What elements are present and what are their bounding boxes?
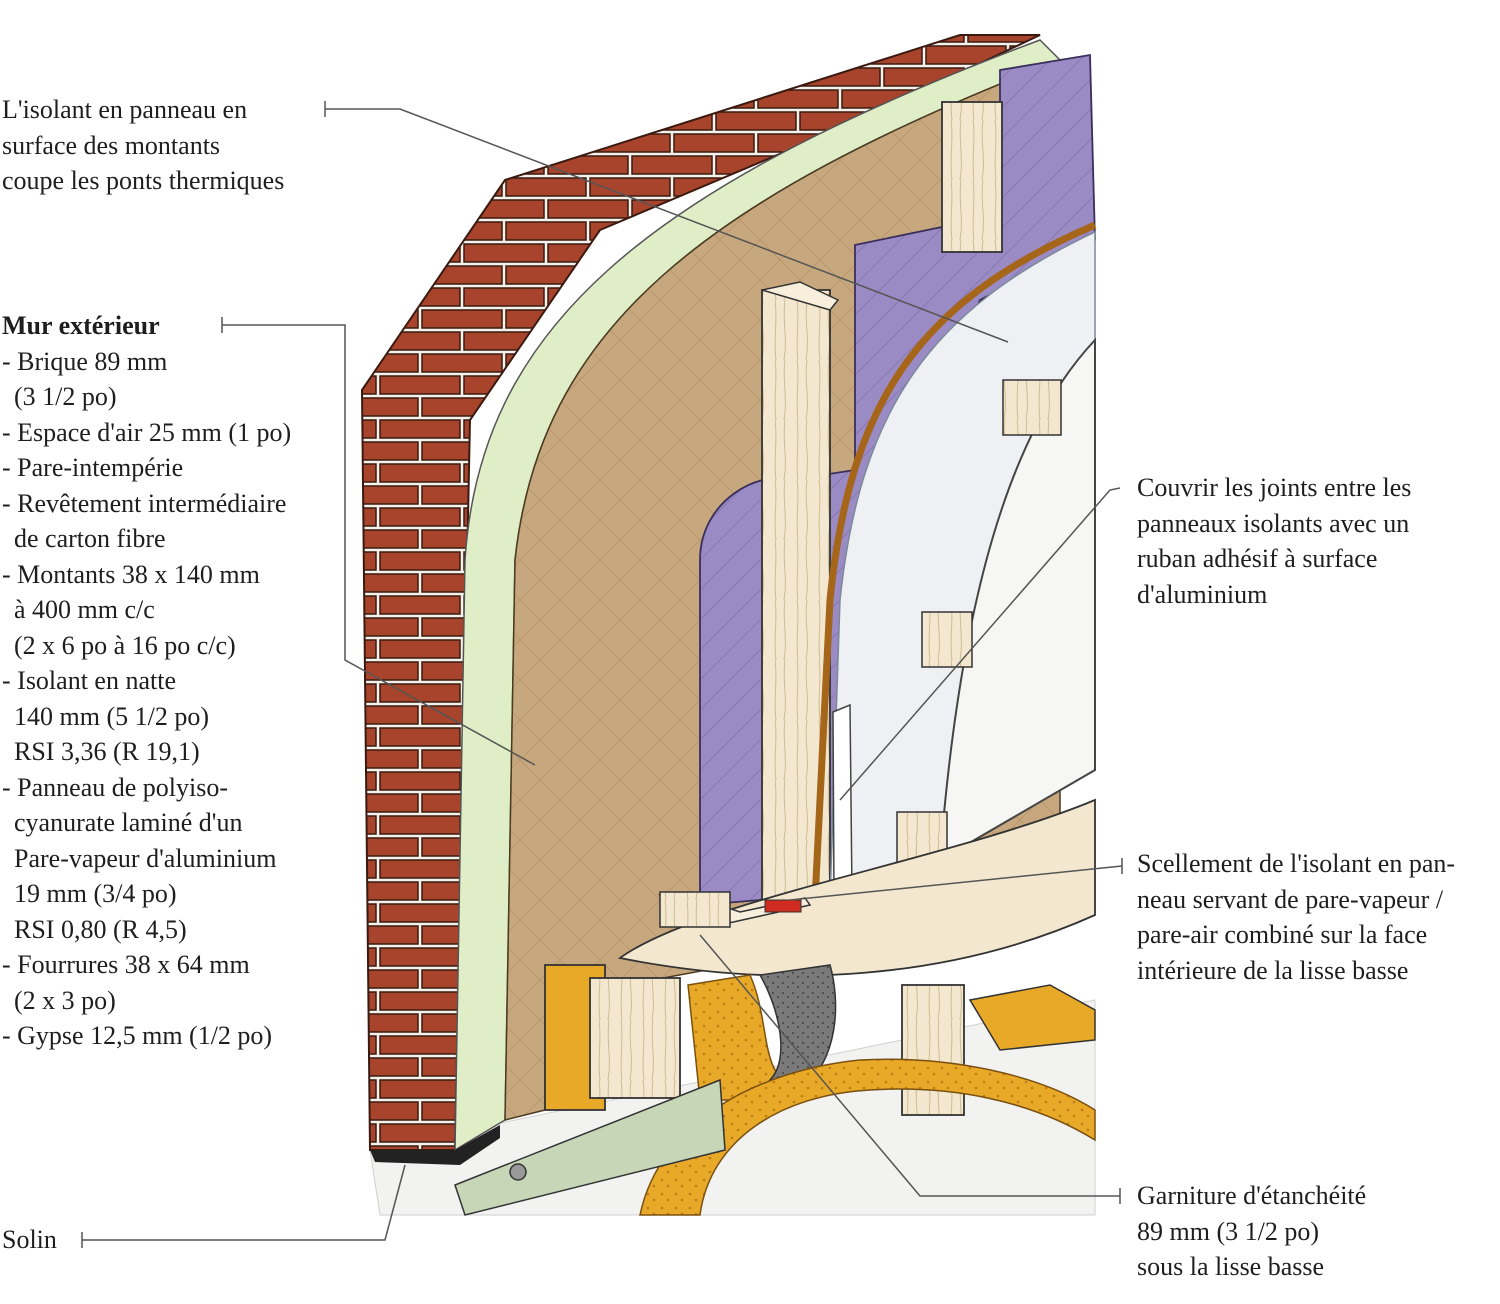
label-line: cyanurate laminé d'un: [14, 808, 243, 837]
label-line: - Pare-intempérie: [2, 453, 184, 482]
label-exterior-wall: Mur extérieur - Brique 89 mm (3 1/2 po) …: [2, 308, 291, 1054]
label-line: (2 x 6 po à 16 po c/c): [14, 630, 236, 660]
label-top-insulation: L'isolant en panneau en surface des mont…: [2, 92, 284, 199]
label-line: à 400 mm c/c: [14, 595, 155, 624]
header-block: [589, 977, 681, 1099]
anchor-bolt-icon: [509, 1163, 527, 1181]
label-line: L'isolant en panneau en: [2, 95, 248, 124]
label-line: sous la lisse basse: [1137, 1252, 1325, 1281]
label-line: Pare-vapeur d'aluminium: [14, 843, 277, 873]
gypsum-board: [938, 337, 1096, 862]
leader-top: [324, 101, 1009, 343]
label-cover-joints: Couvrir les joints entre les panneaux is…: [1137, 470, 1411, 612]
label-line: de carton fibre: [14, 524, 166, 553]
label-sealing: Scellement de l'isolant en pan- neau ser…: [1137, 846, 1455, 988]
label-line: Couvrir les joints entre les: [1137, 473, 1412, 502]
polyiso-panel-edge: [811, 221, 1097, 901]
label-line: intérieure de la lisse basse: [1137, 955, 1409, 985]
label-gasket: Garniture d'étanchéité 89 mm (3 1/2 po) …: [1137, 1178, 1366, 1285]
label-line: coupe les ponts thermiques: [2, 166, 285, 195]
mud-sill: [454, 1078, 726, 1216]
label-line: pare-air combiné sur la face: [1137, 920, 1428, 949]
label-line: - Espace d'air 25 mm (1 po): [2, 417, 292, 447]
label-line: - Montants 38 x 140 mm: [2, 559, 260, 589]
leader-solin: [81, 1164, 406, 1248]
foundation-arc: [639, 1058, 1096, 1216]
flashing: [370, 1125, 500, 1165]
stud-back: [941, 101, 1003, 253]
label-line: - Isolant en natte: [2, 666, 176, 695]
label-line: - Revêtement intermédiaire: [2, 488, 287, 518]
label-line: 140 mm (5 1/2 po): [14, 701, 209, 731]
label-line: Scellement de l'isolant en pan-: [1137, 849, 1456, 878]
bottom-plate-front: [659, 891, 731, 928]
label-line: neau servant de pare-vapeur /: [1137, 884, 1444, 914]
leader-joints: [839, 487, 1121, 801]
leader-lines: [81, 101, 1123, 1248]
sealant-bead: [764, 899, 802, 913]
leader-wall: [221, 317, 536, 766]
label-line: RSI 3,36 (R 19,1): [14, 737, 200, 766]
label-line: 89 mm (3 1/2 po): [1137, 1216, 1319, 1246]
label-line: - Panneau de polyiso-: [2, 772, 229, 802]
label-line: Garniture d'étanchéité: [1137, 1181, 1367, 1210]
label-line: (2 x 3 po): [14, 985, 116, 1015]
label-line: d'aluminium: [1137, 579, 1268, 609]
label-line: - Gypse 12,5 mm (1/2 po): [2, 1021, 273, 1050]
label-line: RSI 0,80 (R 4,5): [14, 914, 187, 944]
furring-strip: [921, 611, 973, 668]
label-line: ruban adhésif à surface: [1137, 544, 1378, 573]
aluminium-tape: [832, 703, 853, 899]
leader-gasket: [699, 934, 1121, 1204]
label-line: 19 mm (3/4 po): [14, 879, 177, 908]
label-line: - Brique 89 mm: [2, 346, 168, 376]
label-line: Solin: [2, 1225, 57, 1254]
joist-end: [901, 984, 965, 1116]
label-line: panneaux isolants avec un: [1137, 508, 1410, 538]
label-heading: Mur extérieur: [2, 311, 160, 340]
stud-front-top: [761, 281, 840, 311]
label-line: surface des montants: [2, 130, 221, 160]
furring-strip: [1002, 379, 1062, 436]
leader-seal: [789, 858, 1123, 901]
label-line: (3 1/2 po): [14, 382, 117, 411]
label-line: - Fourrures 38 x 64 mm: [2, 950, 250, 979]
foundation-insulation: [968, 984, 1096, 1051]
label-flashing: Solin: [2, 1222, 57, 1258]
